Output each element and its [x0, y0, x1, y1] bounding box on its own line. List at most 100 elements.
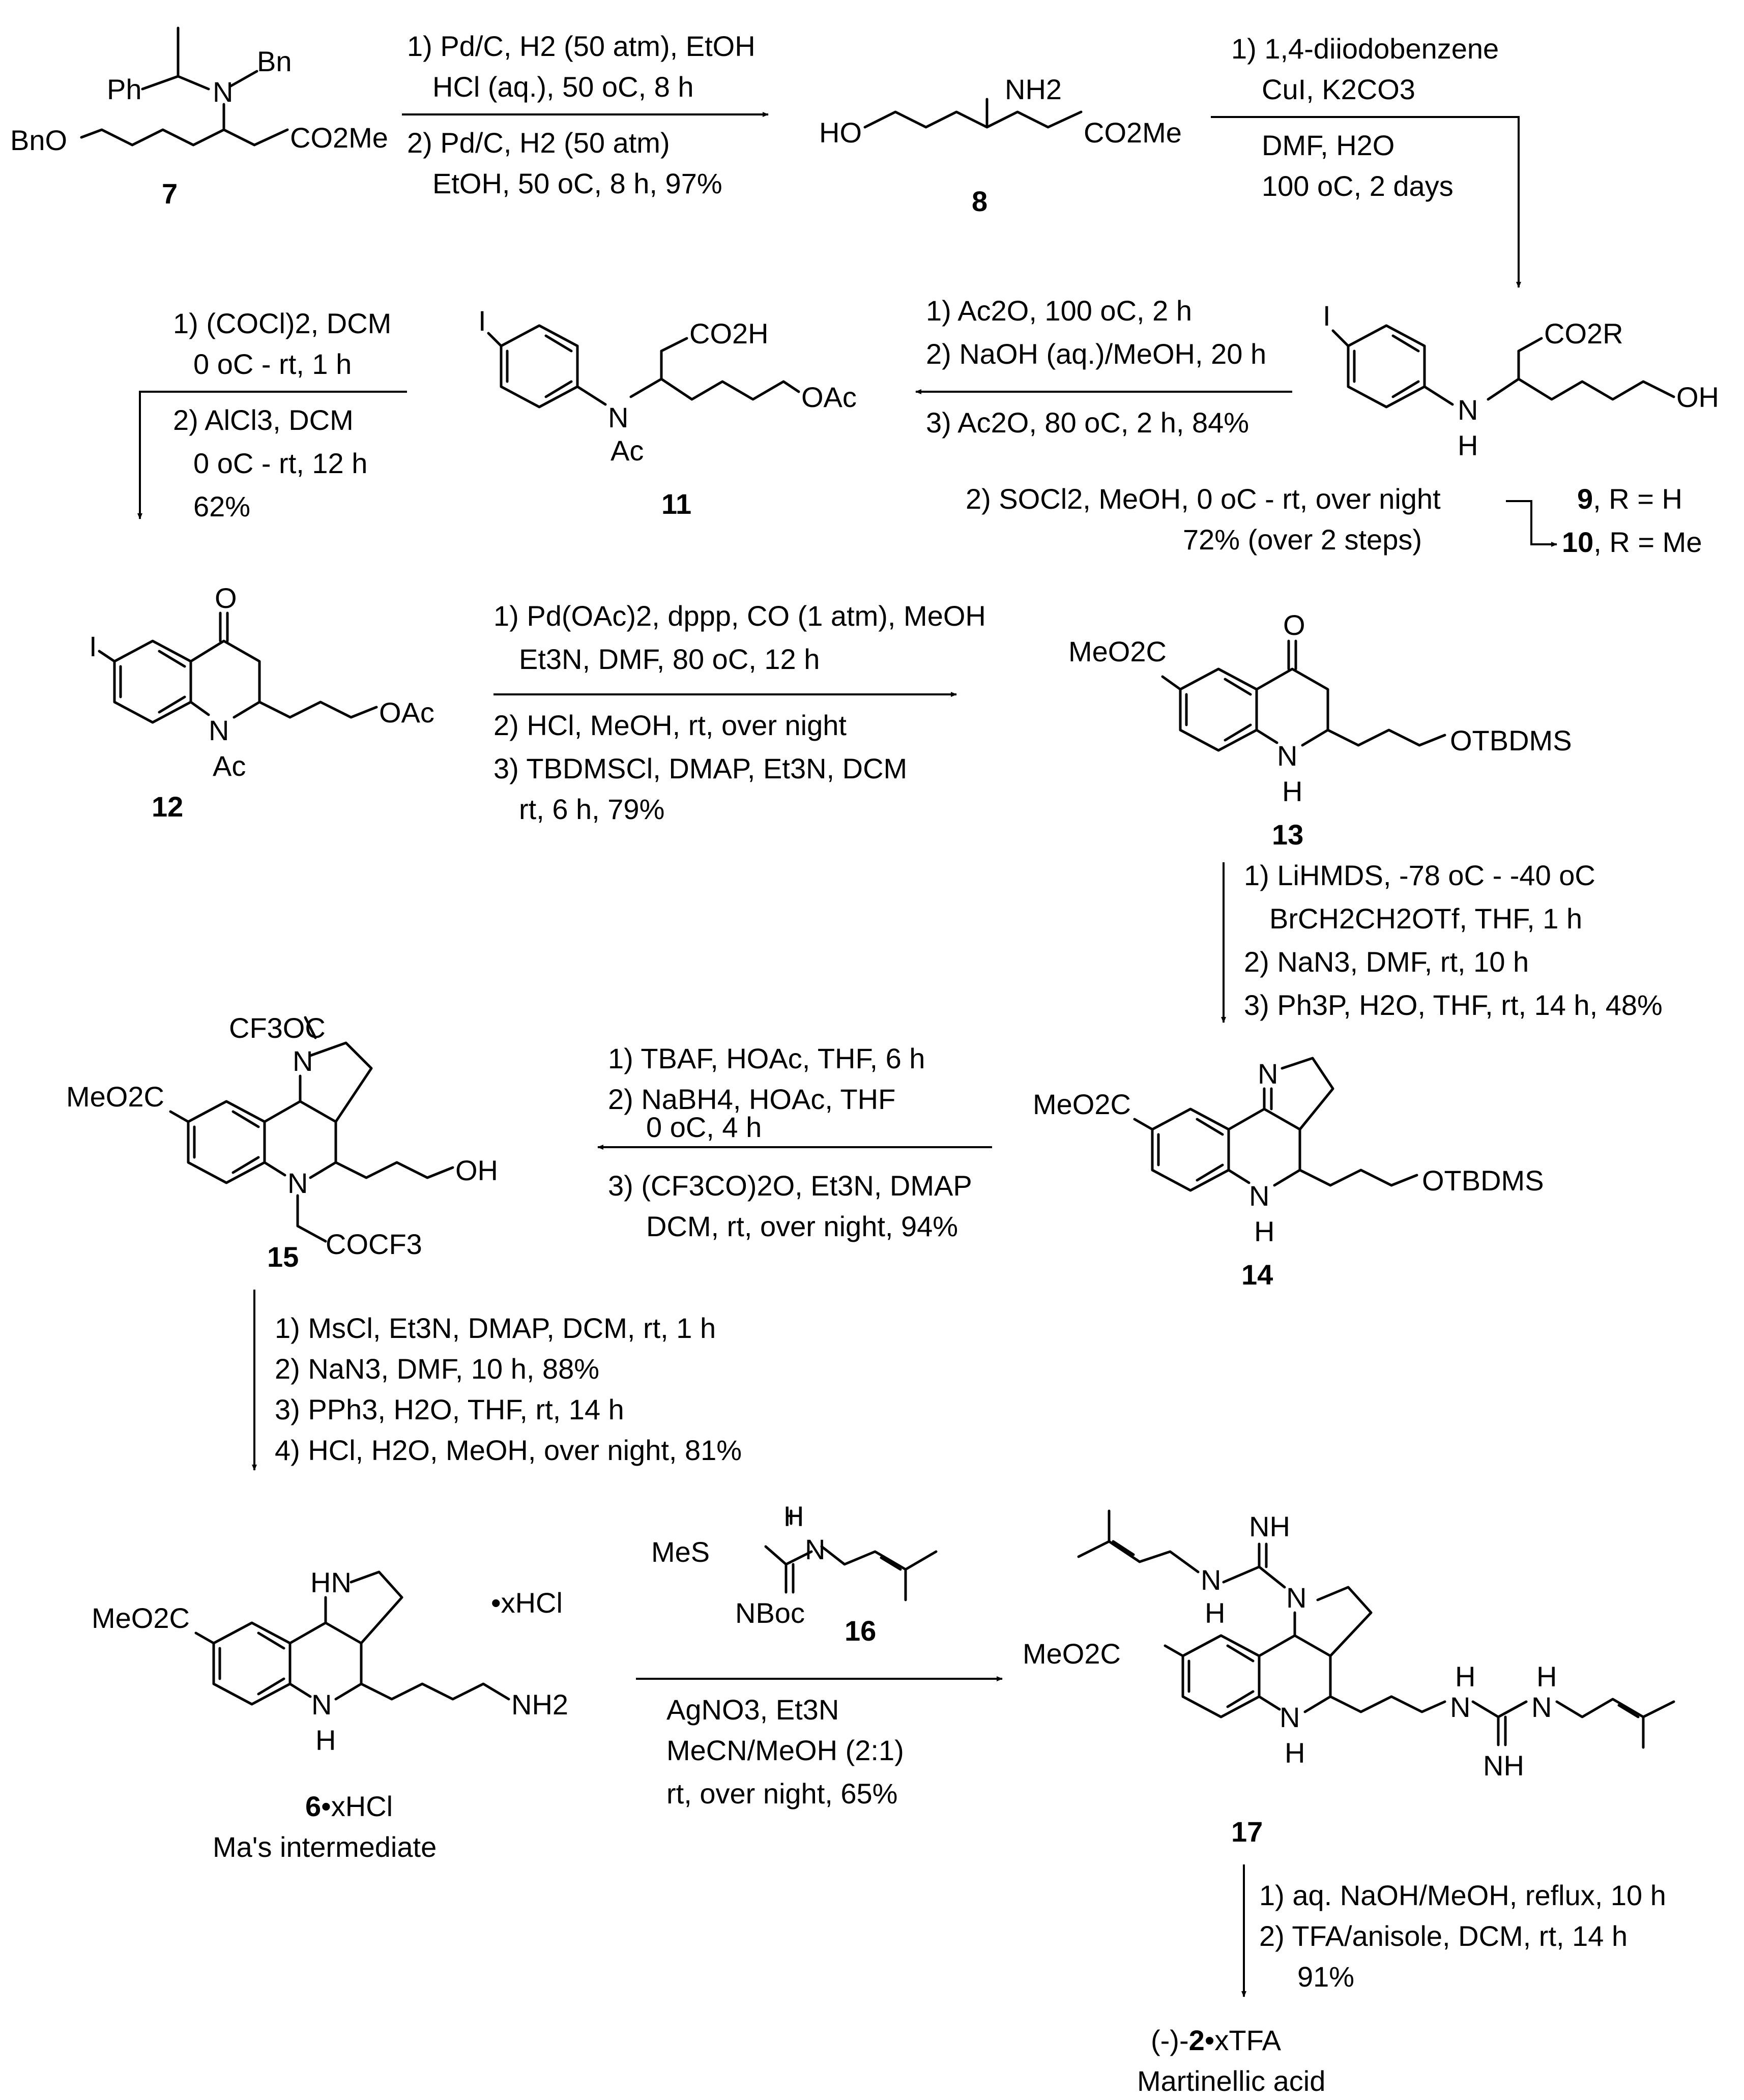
compound-12: O I N Ac OAc 12 — [89, 582, 434, 823]
silyl-ether-label: OTBDMS — [1422, 1164, 1544, 1197]
guanidine-h-label: H — [1205, 1597, 1225, 1629]
condition-line: 1) Pd/C, H2 (50 atm), EtOH — [407, 30, 755, 62]
ketone-o-label: O — [1283, 609, 1305, 641]
guanidine-h-label: H — [1536, 1660, 1557, 1693]
compound-number-8: 8 — [972, 185, 987, 217]
trifluoroacetyl-label: COCF3 — [326, 1228, 422, 1260]
compound-11: I CO2H N Ac OAc 11 — [478, 305, 857, 520]
condition-line: 3) Ph3P, H2O, THF, rt, 14 h, 48% — [1244, 989, 1663, 1021]
guanidine-n-label: N — [1531, 1691, 1552, 1723]
condition-line: 1) Pd(OAc)2, dppp, CO (1 atm), MeOH — [493, 600, 986, 632]
acetoxy-label: OAc — [379, 696, 434, 728]
condition-line: 2) NaOH (aq.)/MeOH, 20 h — [926, 338, 1266, 370]
condition-line: rt, over night, 65% — [666, 1777, 897, 1810]
condition-line: BrCH2CH2OTf, THF, 1 h — [1269, 902, 1582, 935]
compound-9-10: I CO2R N H OH 9, R = H 10, R = Me — [1323, 300, 1719, 558]
condition-line: EtOH, 50 oC, 8 h, 97% — [432, 167, 722, 199]
condition-line: 3) TBDMSCl, DMAP, Et3N, DCM — [493, 752, 907, 784]
ester-label: MeO2C — [66, 1081, 164, 1113]
nboc-label: NBoc — [735, 1597, 805, 1629]
carbamimidoyl-n-label: N — [805, 1533, 825, 1565]
amine-label: NH2 — [511, 1688, 568, 1720]
amine-h-label: H — [1458, 429, 1478, 461]
compound-14: N MeO2C N H OTBDMS 14 — [1033, 1057, 1544, 1291]
step-9-to-10: 2) SOCl2, MeOH, 0 oC - rt, over night 72… — [966, 483, 1557, 556]
step-11-to-12: 1) (COCl)2, DCM 0 oC - rt, 1 h 2) AlCl3,… — [137, 307, 407, 522]
condition-line: 3) PPh3, H2O, THF, rt, 14 h — [275, 1393, 624, 1425]
phenyl-label: Ph — [107, 73, 142, 105]
pyrrolidine-nh-label: HN — [310, 1566, 352, 1598]
benzyloxy-label: BnO — [10, 124, 67, 156]
amine-h-label: H — [1285, 1737, 1305, 1769]
amine-n-label: N — [213, 76, 233, 108]
amine-n-label: N — [1280, 1701, 1300, 1733]
condition-line: AgNO3, Et3N — [666, 1694, 839, 1726]
condition-line: 2) TFA/anisole, DCM, rt, 14 h — [1259, 1920, 1627, 1952]
hydroxyl-label: OH — [455, 1154, 498, 1186]
compound-number-16: 16 — [845, 1615, 876, 1647]
imine-nh-label: NH — [1483, 1749, 1524, 1782]
step-13-to-14: 1) LiHMDS, -78 oC - -40 oC BrCH2CH2OTf, … — [1221, 859, 1663, 1023]
step-15-to-6: 1) MsCl, Et3N, DMAP, DCM, rt, 1 h 2) NaN… — [252, 1290, 742, 1471]
compound-name-2: Martinellic acid — [1137, 2065, 1325, 2097]
compound-7: Ph N Bn BnO CO2Me 7 — [10, 26, 388, 210]
methylthio-label: MeS — [651, 1536, 710, 1568]
condition-line: 91% — [1297, 1961, 1354, 1993]
step-14-to-15: 1) TBAF, HOAc, THF, 6 h 2) NaBH4, HOAc, … — [597, 1042, 992, 1242]
compound-label-9: 9, R = H — [1577, 483, 1682, 515]
amine-n-label: N — [311, 1688, 332, 1720]
condition-line: 2) Pd/C, H2 (50 atm) — [407, 127, 670, 159]
hydroxyl-label: HO — [819, 116, 862, 149]
amine-h-label: H — [315, 1724, 336, 1756]
amine-n-label: N — [1249, 1180, 1269, 1212]
carbamimidoyl-h-label: H — [783, 1500, 804, 1532]
compound-label-10: 10, R = Me — [1562, 526, 1702, 558]
step-17-to-2: 1) aq. NaOH/MeOH, reflux, 10 h 2) TFA/an… — [1241, 1864, 1666, 1997]
acetyl-label: Ac — [611, 434, 644, 466]
compound-16: MeS H N NBoc 16 — [651, 1500, 938, 1647]
acetoxy-label: OAc — [801, 381, 857, 413]
amine-h-label: H — [1282, 775, 1302, 807]
acid-label: CO2R — [1544, 317, 1623, 349]
step-12-to-13: 1) Pd(OAc)2, dppp, CO (1 atm), MeOH Et3N… — [493, 600, 986, 825]
compound-6: HN MeO2C N H NH2 •xHCl 6•xHCl Ma's inter… — [92, 1566, 568, 1863]
compound-label-2: (-)-2•xTFA — [1151, 2024, 1282, 2056]
condition-line: 1) LiHMDS, -78 oC - -40 oC — [1244, 859, 1595, 891]
amide-n-label: N — [608, 401, 628, 433]
step-7-to-8: 1) Pd/C, H2 (50 atm), EtOH HCl (aq.), 50… — [402, 30, 769, 199]
pyrrolidine-n-label: N — [293, 1045, 313, 1077]
step-8-to-9: 1) 1,4-diiodobenzene CuI, K2CO3 DMF, H2O… — [1211, 33, 1521, 288]
compound-number-12: 12 — [152, 791, 183, 823]
benzyl-label: Bn — [257, 45, 292, 77]
condition-line: 2) AlCl3, DCM — [173, 404, 354, 436]
pyrrolidine-n-label: N — [1286, 1582, 1306, 1614]
iodo-label: I — [89, 630, 97, 662]
compound-15: CF3OC N MeO2C N OH COCF3 15 — [66, 1012, 498, 1273]
compound-number-17: 17 — [1231, 1816, 1263, 1848]
condition-line: 1) Ac2O, 100 oC, 2 h — [926, 295, 1192, 327]
compound-number-13: 13 — [1272, 819, 1303, 851]
silyl-ether-label: OTBDMS — [1450, 724, 1572, 756]
guanidine-n-label: N — [1450, 1691, 1470, 1723]
condition-line: 0 oC, 4 h — [646, 1111, 762, 1143]
step-10-to-11: 1) Ac2O, 100 oC, 2 h 2) NaOH (aq.)/MeOH,… — [915, 295, 1292, 439]
condition-line: HCl (aq.), 50 oC, 8 h — [432, 71, 694, 103]
compound-number-11: 11 — [661, 488, 691, 520]
compound-8: HO NH2 CO2Me 8 — [819, 73, 1182, 217]
condition-line: 3) (CF3CO)2O, Et3N, DMAP — [608, 1170, 972, 1202]
condition-line: 4) HCl, H2O, MeOH, over night, 81% — [275, 1434, 742, 1466]
product-2: (-)-2•xTFA Martinellic acid — [1137, 2024, 1325, 2097]
hydroxyl-label: OH — [1676, 381, 1719, 413]
amide-n-label: N — [287, 1167, 308, 1199]
acetyl-label: Ac — [213, 750, 246, 782]
amine-n-label: N — [1277, 740, 1297, 772]
guanidine-h-label: H — [1455, 1660, 1475, 1693]
condition-line: 1) (COCl)2, DCM — [173, 307, 391, 339]
ester-label: MeO2C — [1068, 635, 1167, 667]
compound-name-6: Ma's intermediate — [213, 1831, 437, 1863]
compound-13: O MeO2C N H OTBDMS 13 — [1068, 609, 1572, 851]
condition-line: 2) NaN3, DMF, rt, 10 h — [1244, 946, 1529, 978]
condition-line: 1) MsCl, Et3N, DMAP, DCM, rt, 1 h — [275, 1312, 716, 1344]
condition-line: MeCN/MeOH (2:1) — [666, 1734, 904, 1766]
compound-number-7: 7 — [162, 178, 178, 210]
